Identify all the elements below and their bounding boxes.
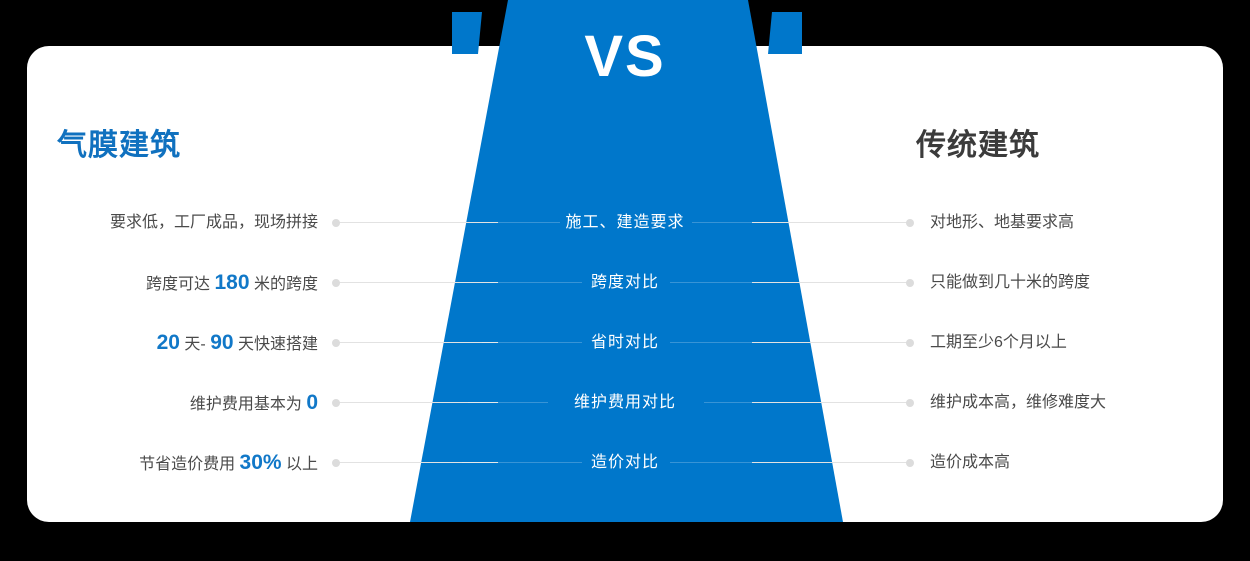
connector-dot-right <box>906 459 914 467</box>
row-right-value: 只能做到几十米的跨度 <box>930 274 1091 291</box>
row-left-value: 要求低，工厂成品，现场拼接 <box>110 211 318 235</box>
row-right-value: 工期至少6个月以上 <box>930 334 1067 351</box>
connector-line-right <box>752 222 912 223</box>
left-text-pre: 跨度可达 <box>146 276 215 293</box>
connector-dot-left <box>332 279 340 287</box>
connector-dot-left <box>332 339 340 347</box>
row-left-value: 20 天- 90 天快速搭建 <box>157 331 318 355</box>
connector-line-right <box>752 282 912 283</box>
row-center-label: 施工、建造要求 <box>565 214 685 231</box>
left-text-pre: 要求低，工厂成品，现场拼接 <box>109 214 318 231</box>
vs-title: VS <box>584 24 666 89</box>
row-right-value: 造价成本高 <box>930 454 1011 471</box>
left-column-title: 气膜建筑 <box>57 129 181 162</box>
connector-line-left <box>338 342 498 343</box>
row-center-label: 造价对比 <box>590 454 659 471</box>
left-text-post: 米的跨度 <box>249 276 318 293</box>
comparison-row: 节省造价费用 30% 以上 造价对比 造价成本高 <box>0 451 1250 475</box>
connector-line-center-left <box>462 462 582 463</box>
connector-line-left <box>338 282 498 283</box>
left-text-pre: 节省造价费用 <box>139 456 240 473</box>
connector-line-center-right <box>670 462 790 463</box>
connector-dot-right <box>906 219 914 227</box>
connector-dot-right <box>906 279 914 287</box>
row-center-label: 省时对比 <box>590 334 659 351</box>
connector-dot-right <box>906 399 914 407</box>
comparison-row: 20 天- 90 天快速搭建 省时对比 工期至少6个月以上 <box>0 331 1250 355</box>
connector-dot-left <box>332 459 340 467</box>
row-left-value: 节省造价费用 30% 以上 <box>139 451 318 475</box>
left-text-post: 天- <box>179 336 211 353</box>
row-left-value: 跨度可达 180 米的跨度 <box>146 271 318 295</box>
connector-line-left <box>338 402 498 403</box>
connector-line-center-right <box>670 282 762 283</box>
left-text-highlight: 0 <box>306 391 318 414</box>
comparison-row: 要求低，工厂成品，现场拼接 施工、建造要求 对地形、地基要求高 <box>0 211 1250 235</box>
left-text-highlight: 20 <box>156 331 180 354</box>
connector-line-center-left <box>468 402 548 403</box>
connector-line-center-right <box>704 402 784 403</box>
connector-dot-right <box>906 339 914 347</box>
connector-line-right <box>752 462 912 463</box>
left-text-post-2: 天快速搭建 <box>233 336 318 353</box>
connector-line-center-left <box>482 342 582 343</box>
left-text-post: 以上 <box>281 456 318 473</box>
row-right-value: 对地形、地基要求高 <box>930 214 1075 231</box>
left-text-pre: 维护费用基本为 <box>189 396 307 413</box>
right-column-title: 传统建筑 <box>916 129 1040 162</box>
connector-line-right <box>752 402 912 403</box>
comparison-row: 维护费用基本为 0 维护费用对比 维护成本高，维修难度大 <box>0 391 1250 415</box>
connector-line-center-left <box>498 222 560 223</box>
row-center-label: 维护费用对比 <box>573 394 676 411</box>
connector-line-center-right <box>692 222 754 223</box>
left-text-highlight: 30% <box>239 451 282 474</box>
comparison-row: 跨度可达 180 米的跨度 跨度对比 只能做到几十米的跨度 <box>0 271 1250 295</box>
left-text-highlight: 180 <box>214 271 250 294</box>
connector-dot-left <box>332 219 340 227</box>
connector-line-left <box>338 222 498 223</box>
row-center-label: 跨度对比 <box>590 274 659 291</box>
connector-line-center-right <box>670 342 770 343</box>
connector-dot-left <box>332 399 340 407</box>
connector-line-left <box>338 462 498 463</box>
connector-line-center-left <box>490 282 582 283</box>
row-right-value: 维护成本高，维修难度大 <box>930 394 1107 411</box>
connector-line-right <box>752 342 912 343</box>
left-text-highlight-2: 90 <box>210 331 234 354</box>
row-left-value: 维护费用基本为 0 <box>190 391 318 415</box>
